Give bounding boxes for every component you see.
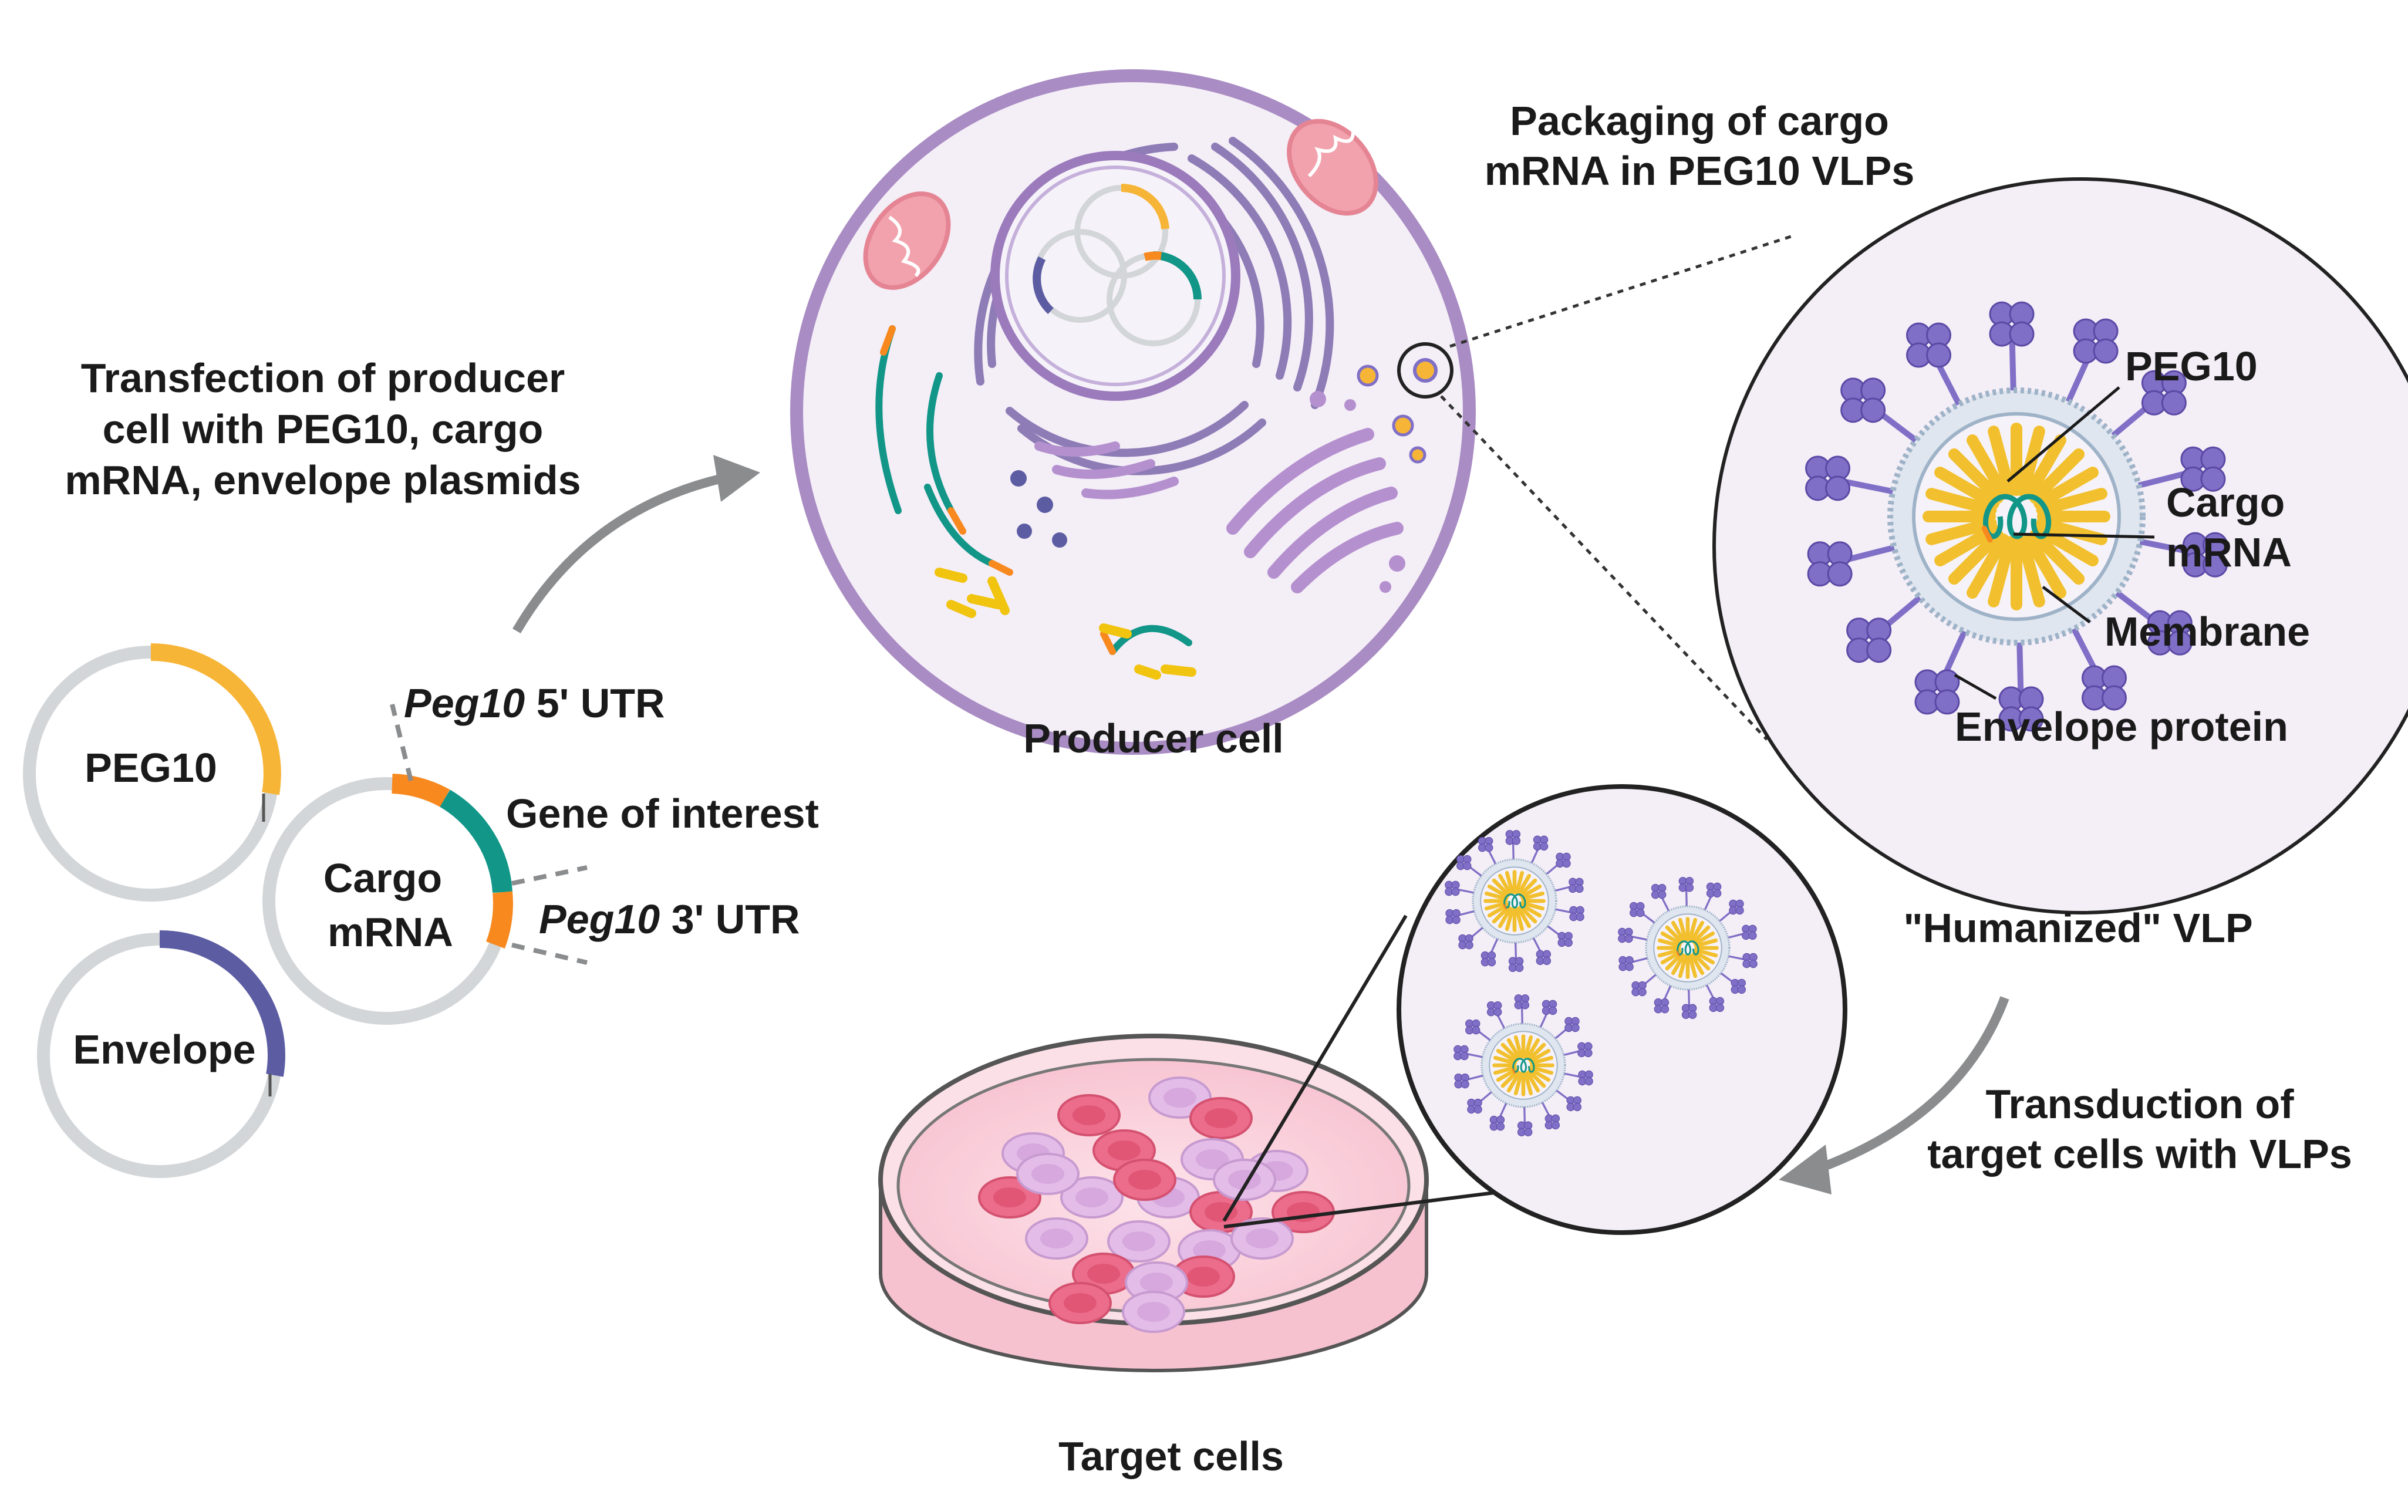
utr5-rest-text: 5' UTR	[525, 680, 665, 726]
utr3-label: Peg10 3' UTR	[539, 896, 800, 942]
plasmid-envelope-label: Envelope	[73, 1027, 255, 1072]
cargo-leader-lines	[390, 704, 588, 965]
mitochondrion-left	[863, 191, 951, 290]
mitochondrion-right	[1287, 119, 1378, 216]
vlp-small-2	[1618, 877, 1758, 1019]
dish-cell	[1189, 1097, 1253, 1139]
peg10-proteins	[935, 568, 1196, 680]
utr3-gene-text: Peg10	[539, 896, 660, 942]
vlp-membrane-label: Membrane	[2105, 609, 2310, 654]
petri-dish	[878, 1034, 1429, 1372]
plasmid-cargo: Cargo mRNA	[262, 774, 513, 1025]
producer-cell-label: Producer cell	[1023, 716, 1284, 761]
dish-cell	[1122, 1291, 1185, 1333]
vlp-peg10-label: PEG10	[2125, 343, 2258, 389]
packaging-line-1: Packaging of cargo	[1510, 98, 1889, 144]
vlp-cargo-label-1: Cargo	[2166, 480, 2285, 525]
cytoplasm-mrna	[875, 325, 1192, 655]
transfection-arrow	[512, 455, 760, 634]
vlp-cluster-zoom	[1397, 784, 1847, 1235]
transduction-line-2: target cells with VLPs	[1927, 1131, 2352, 1177]
vlp-zoom: PEG10 Cargo mRNA Membrane Envelope prote…	[1712, 177, 2408, 914]
utr3-rest-text: 3' UTR	[660, 896, 800, 942]
vlp-detail	[1805, 301, 2228, 732]
plasmid-cargo-label-2: mRNA	[328, 909, 453, 955]
transduction-arrow	[1779, 996, 2009, 1194]
golgi-apparatus	[1226, 428, 1404, 593]
plasmid-peg10: PEG10	[23, 643, 281, 902]
vlp-cargo-label-2: mRNA	[2166, 529, 2292, 575]
packaging-line-2: mRNA in PEG10 VLPs	[1485, 148, 1915, 194]
strands	[1034, 441, 1179, 500]
producer-cell	[790, 69, 1476, 755]
plasmid-peg10-label: PEG10	[85, 745, 217, 791]
gene-of-interest-label: Gene of interest	[506, 791, 819, 836]
budding-vlps	[1357, 342, 1453, 464]
transfection-line-3: mRNA, envelope plasmids	[65, 457, 581, 503]
transfection-line-1: Transfection of producer	[81, 355, 565, 401]
dish-cell	[1213, 1159, 1276, 1201]
plasmid-cargo-label-1: Cargo	[323, 855, 442, 901]
packaging-text: Packaging of cargo mRNA in PEG10 VLPs	[1485, 98, 1915, 194]
plasmid-envelope: Envelope	[37, 930, 285, 1178]
dish-cell	[1230, 1217, 1294, 1260]
golgi-vesicles	[1310, 391, 1405, 593]
transduction-line-1: Transduction of	[1986, 1081, 2295, 1127]
utr5-gene-text: Peg10	[404, 680, 525, 726]
zoom-lines	[1440, 233, 1797, 741]
transfection-line-2: cell with PEG10, cargo	[103, 406, 544, 452]
transfection-text: Transfection of producer cell with PEG10…	[65, 355, 581, 503]
dish-cell	[1025, 1217, 1088, 1260]
transduction-text: Transduction of target cells with VLPs	[1927, 1081, 2352, 1177]
utr5-label: Peg10 5' UTR	[404, 680, 665, 726]
dish-cell	[1060, 1176, 1124, 1219]
vlp-callouts	[1954, 386, 2155, 700]
envelope-dots	[1010, 470, 1067, 548]
dish-cells	[978, 1076, 1335, 1333]
dish-cell	[1048, 1282, 1112, 1324]
nuclear-plasmids	[1033, 183, 1202, 346]
vlp-small-3	[1453, 994, 1593, 1136]
target-cells-label: Target cells	[1058, 1433, 1284, 1479]
vlp-envelope-protein-label: Envelope protein	[1955, 704, 2288, 750]
dish-cell	[1016, 1153, 1080, 1195]
dish-cell	[1057, 1094, 1121, 1136]
dish-cell	[1113, 1159, 1176, 1201]
vlp-small-1	[1445, 830, 1584, 972]
vlp-caption: "Humanized" VLP	[1903, 905, 2252, 951]
dish-cell	[1107, 1220, 1171, 1263]
